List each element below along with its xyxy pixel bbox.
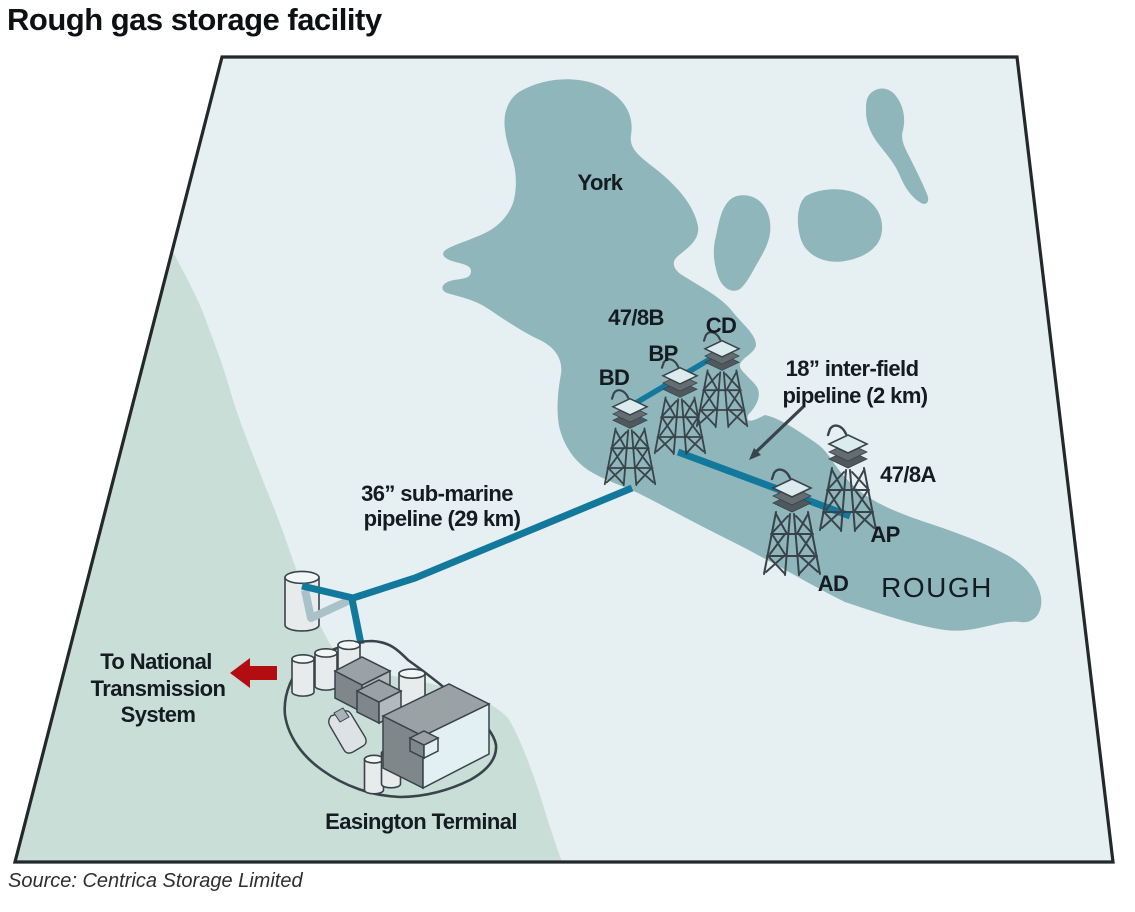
platform-bp-label: BP (648, 341, 677, 366)
shore-storage-cylinder (283, 570, 321, 633)
terminal-outline (283, 639, 498, 799)
platform-ad-label: AD (818, 571, 849, 596)
nts-label-line1: To National (100, 649, 212, 674)
york-rough-field-shape (442, 79, 1042, 631)
platform-bd-label: BD (599, 365, 630, 390)
page-title: Rough gas storage facility (7, 2, 382, 37)
submarine-pipeline-branch (348, 598, 365, 645)
york-field-label: York (578, 170, 624, 195)
block-47-8b-label: 47/8B (608, 305, 664, 330)
submarine-pipeline-label-line1: 36” sub-marine (361, 481, 513, 506)
nts-label-line2: Transmission (91, 676, 226, 701)
storage-tank (314, 647, 338, 692)
field-blob-small (713, 195, 771, 291)
gas-fields (442, 79, 1042, 631)
storage-tank (363, 754, 385, 795)
map-labels: York 47/8B CD BP BD 18” inter-field pipe… (91, 170, 993, 834)
easington-terminal-label: Easington Terminal (325, 809, 517, 834)
submarine-pipeline-label-line2: pipeline (29 km) (364, 506, 521, 531)
source-note: Source: Centrica Storage Limited (8, 870, 303, 892)
terminal-building-large (381, 683, 491, 790)
easington-terminal (283, 639, 498, 799)
terminal-truck (328, 707, 367, 754)
interfield-pipeline (676, 448, 852, 520)
platform-ap-label: AP (870, 522, 899, 547)
interfield-pipeline-label-line1: 18” inter-field (786, 356, 919, 381)
terminal-elbow-pipe (301, 589, 352, 622)
field-blob-oval (797, 189, 883, 262)
block-47-8a-label: 47/8A (880, 462, 936, 487)
interfield-annotation-arrow (749, 405, 805, 460)
map-border (12, 55, 1115, 864)
platform-cd-label: CD (706, 313, 737, 338)
submarine-pipeline (301, 484, 634, 602)
field-blob-tadpole (866, 88, 929, 204)
nts-arrow-icon (230, 658, 277, 688)
nts-label-line3: System (121, 702, 196, 727)
storage-tank (291, 653, 315, 698)
interfield-pipeline-label-line2: pipeline (2 km) (782, 383, 927, 408)
rough-field-label: ROUGH (881, 572, 993, 603)
pipelines (301, 349, 852, 645)
